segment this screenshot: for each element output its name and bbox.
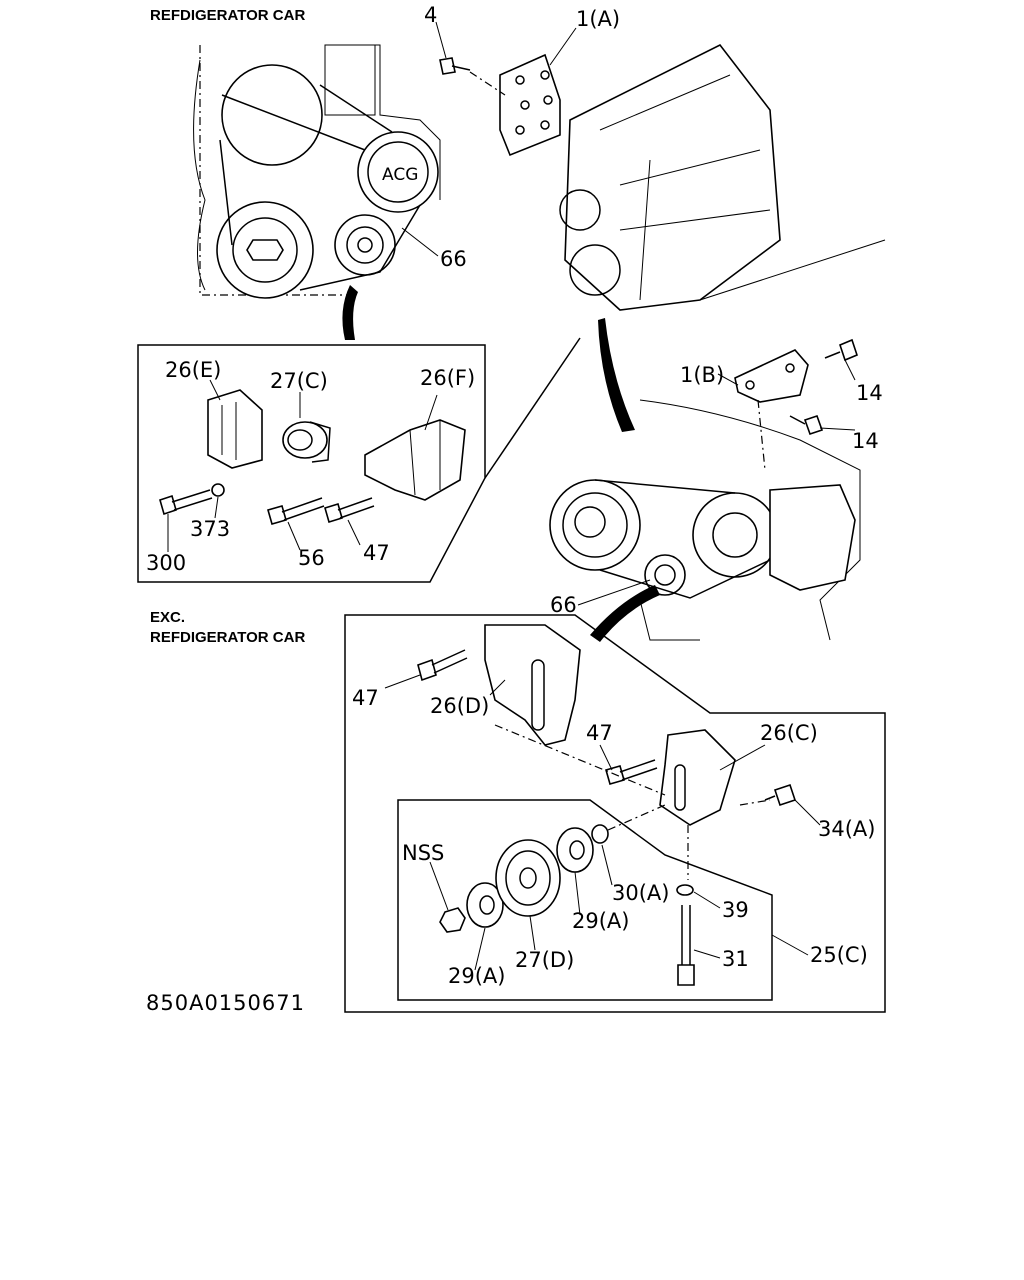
arrow-to-inset (342, 285, 358, 340)
document-id: 850A0150671 (146, 991, 305, 1015)
callout-29a-left: 29(A) (448, 964, 505, 988)
callout-nss: NSS (402, 841, 444, 865)
heading-exc-refrigerator-car: REFDIGERATOR CAR (150, 629, 305, 646)
bolt-31 (677, 964, 695, 986)
bolt-4 (439, 57, 456, 75)
callout-300: 300 (146, 551, 186, 575)
callout-26c: 26(C) (760, 721, 818, 745)
callout-31: 31 (722, 947, 749, 971)
callout-47-inset: 47 (363, 541, 390, 565)
nut-nss (439, 907, 466, 933)
callout-39: 39 (722, 898, 749, 922)
bracket-1b (734, 349, 809, 403)
washer-39 (676, 884, 694, 896)
callout-4: 4 (424, 3, 437, 27)
bracket-1a (499, 53, 561, 157)
callout-14-a: 14 (856, 381, 883, 405)
washer-373 (211, 483, 225, 497)
heading-refrigerator-car: REFDIGERATOR CAR (150, 7, 305, 24)
bracket-26c (659, 729, 736, 826)
callout-66-top: 66 (440, 247, 467, 271)
callout-29a-right: 29(A) (572, 909, 629, 933)
arrow-to-compressor (598, 318, 635, 432)
compressor-assembly (549, 338, 861, 642)
compressor-belt (594, 479, 771, 599)
compressor-clutch (692, 492, 778, 578)
pulley-27c (282, 421, 328, 459)
callout-26f: 26(F) (420, 366, 475, 390)
arrow-to-lower-box (590, 585, 660, 642)
engine-top-view (439, 43, 886, 432)
heading-exc: EXC. (150, 609, 185, 626)
bolt-47-left (417, 658, 437, 682)
compressor-body (769, 484, 856, 591)
bolt-14-a (839, 338, 858, 362)
leader-lines (167, 21, 856, 971)
plate-26e (207, 389, 263, 469)
bolt-56 (267, 505, 287, 525)
callout-27d: 27(D) (515, 948, 574, 972)
inner-box (397, 799, 773, 1001)
callout-1a: 1(A) (576, 7, 620, 31)
bolt-300 (159, 494, 177, 516)
bolt-34a (773, 783, 797, 807)
washer-29a-right (556, 827, 594, 873)
idler-pulley (334, 214, 396, 276)
callout-1b: 1(B) (680, 363, 724, 387)
callout-66-mid: 66 (550, 593, 577, 617)
callout-47-left: 47 (352, 686, 379, 710)
callout-30a: 30(A) (612, 881, 669, 905)
callout-labels: 4 1(A) 66 1(B) 14 14 26(E) 27(C) 26(F) 3… (146, 3, 883, 988)
inset-refrigerator-idler (137, 337, 581, 583)
bolt-14-b (803, 414, 824, 436)
callout-47-mid: 47 (586, 721, 613, 745)
acg-pulley (357, 131, 439, 213)
spacer-30a (591, 824, 609, 844)
drive-belt (219, 84, 421, 291)
callout-373: 373 (190, 517, 230, 541)
bolt-47-inset (324, 502, 343, 524)
callout-34a: 34(A) (818, 817, 875, 841)
engine-block (564, 43, 781, 311)
callout-26d: 26(D) (430, 694, 489, 718)
washer-29a-left (466, 882, 504, 928)
callout-27c: 27(C) (270, 369, 328, 393)
callout-26e: 26(E) (165, 358, 221, 382)
callout-14-b: 14 (852, 429, 879, 453)
callout-25c: 25(C) (810, 943, 868, 967)
bracket-26f (364, 419, 466, 501)
callout-56: 56 (298, 546, 325, 570)
refrigerator-belt-layout: ACG (193, 44, 441, 340)
acg-label: ACG (382, 165, 418, 185)
